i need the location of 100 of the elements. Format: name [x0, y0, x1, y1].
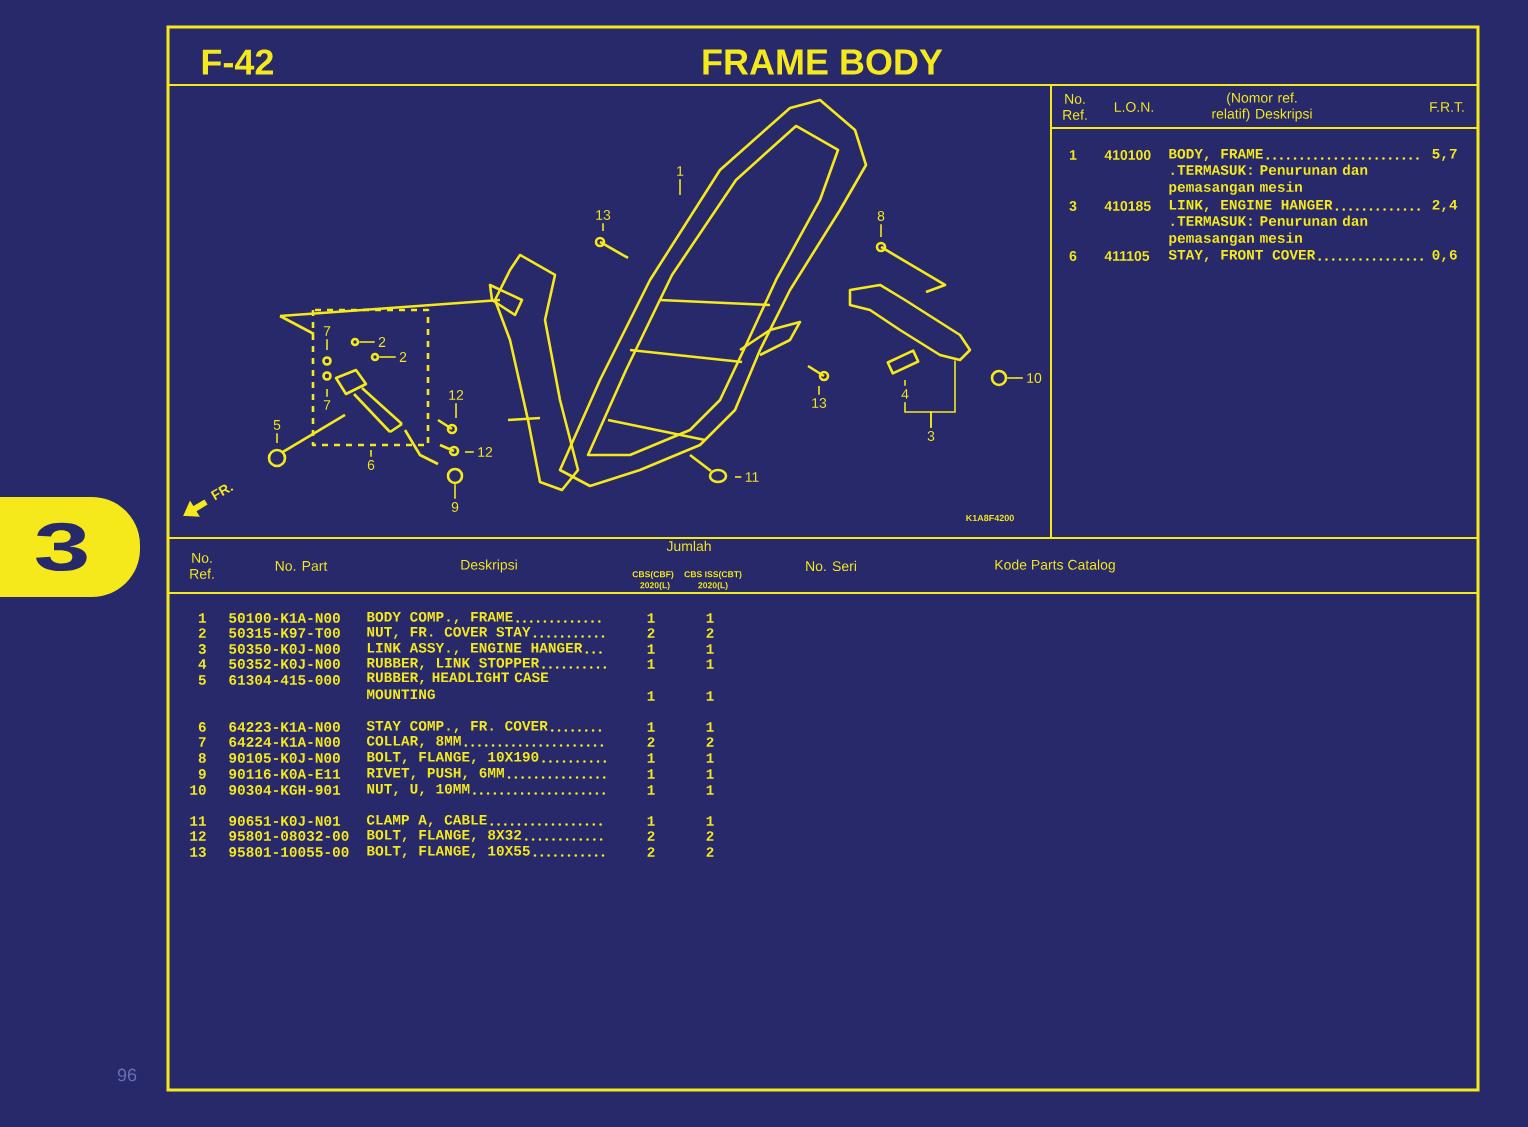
table-cell: LINK ASSY., ENGINE HANGER: [367, 642, 608, 656]
table-cell: 50352-K0J-N00: [229, 659, 340, 669]
table-cell: .TERMASUK: Penurunan dan pemasangan mesin: [1169, 164, 1368, 195]
table-cell: LINK, ENGINE HANGER: [1169, 199, 1426, 213]
column-header: No. Seri: [806, 560, 856, 572]
table-cell: RIVET, PUSH, 6MM: [367, 767, 608, 781]
column-header: CBS(CBF): [632, 571, 674, 579]
table-cell: 5,7: [1432, 149, 1457, 161]
table-cell: 411105: [1104, 251, 1150, 261]
column-header: 2020(L): [640, 582, 670, 590]
table-cell: 61304-415-000: [229, 675, 340, 685]
table-cell: 8: [198, 753, 206, 763]
table-cell: 5: [198, 675, 206, 685]
table-cell: CLAMP A, CABLE: [366, 814, 608, 828]
drawing-code: K1A8F4200: [966, 514, 1014, 522]
page-number: 96: [117, 1068, 137, 1082]
callout-number: 2: [399, 352, 407, 362]
table-cell: 2: [647, 847, 655, 857]
table-cell: 1: [706, 659, 714, 669]
callout-number: 1: [677, 166, 684, 176]
table-cell: 1: [647, 613, 655, 623]
leader-line: [370, 449, 372, 458]
callout-number: 6: [367, 460, 375, 470]
callout-number: 13: [812, 398, 827, 408]
table-cell: 1: [647, 769, 655, 779]
table-cell: 6: [1069, 251, 1077, 261]
nut: [990, 369, 1008, 387]
table-cell: 95801-08032-00: [229, 831, 349, 841]
table-cell: 1: [706, 785, 714, 795]
table-cell: 12: [190, 831, 206, 841]
table-cell: 9: [198, 769, 206, 779]
table-cell: 50350-K0J-N00: [229, 644, 340, 654]
table-cell: 50315-K97-T00: [229, 628, 340, 638]
table-cell: 2: [198, 628, 206, 638]
column-header: Deskripsi: [461, 559, 517, 573]
column-header: (Nomor ref. relatif) Deskripsi: [1212, 92, 1312, 122]
table-cell: COLLAR, 8MM: [366, 735, 608, 749]
table-cell: 90116-K0A-E11: [229, 769, 341, 779]
table-cell: 2: [647, 737, 655, 747]
callout-number: 13: [596, 210, 611, 220]
table-cell: 1: [647, 722, 655, 732]
callout-number: 5: [273, 420, 281, 430]
table-cell: 1: [1070, 150, 1077, 160]
table-cell: 4: [198, 659, 207, 669]
table-cell: 1: [198, 613, 206, 623]
leader-line: [358, 341, 376, 343]
table-cell: 1: [706, 644, 714, 654]
leader-line: [602, 222, 604, 232]
column-header: No. Ref.: [190, 553, 214, 579]
table-cell: 1: [706, 769, 714, 779]
table-cell: 1: [647, 785, 655, 795]
table-cell: BODY COMP., FRAME: [367, 611, 608, 625]
leader-line: [679, 178, 681, 196]
table-cell: 2: [647, 628, 655, 638]
table-cell: 0,6: [1432, 249, 1457, 263]
table-cell: NUT, FR. COVER STAY: [367, 626, 608, 640]
table-cell: BOLT, FLANGE, 10X190: [367, 751, 608, 765]
callout-number: 3: [927, 431, 935, 441]
table-cell: 1: [647, 659, 655, 669]
table-cell: 90105-K0J-N00: [229, 753, 340, 763]
table-cell: 410100: [1104, 150, 1151, 160]
column-header: 2020(L): [698, 582, 728, 590]
table-cell: 2: [647, 831, 655, 841]
table-cell: 1: [706, 753, 714, 763]
leader-line: [1006, 377, 1024, 379]
table-cell: 1: [706, 613, 714, 623]
leader-line: [464, 451, 475, 453]
leader-line: [455, 402, 457, 419]
callout-number: 8: [877, 211, 885, 221]
leader-line: [276, 432, 278, 444]
table-cell: 1: [647, 644, 655, 654]
column-header: No. Ref.: [1063, 94, 1087, 120]
table-cell: 6: [198, 722, 206, 732]
column-header: CBS ISS(CBT): [684, 571, 742, 579]
table-cell: 90651-K0J-N01: [229, 816, 341, 826]
table-cell: 410185: [1104, 201, 1151, 211]
table-cell: STAY COMP., FR. COVER: [366, 720, 608, 734]
table-cell: BODY, FRAME: [1169, 148, 1426, 162]
callout-number: 12: [449, 390, 464, 400]
callout-number: 7: [323, 400, 331, 410]
callout-number: 4: [901, 389, 909, 399]
table-cell: .TERMASUK: Penurunan dan pemasangan mesin: [1169, 215, 1368, 246]
table-cell: 2: [706, 628, 714, 638]
table-cell: 90304-KGH-901: [229, 785, 341, 795]
nut: [350, 337, 360, 347]
leader-line: [880, 223, 882, 238]
link-drawing: [848, 283, 972, 362]
leader-line: [904, 401, 932, 429]
table-cell: 1: [706, 691, 714, 701]
callout-number: 12: [478, 447, 493, 457]
table-cell: NUT, U, 10MM: [367, 783, 608, 797]
callout-number: 7: [323, 326, 331, 336]
table-cell: 10: [190, 785, 206, 795]
table-cell: RUBBER, LINK STOPPER: [367, 657, 608, 671]
callout-number: 11: [745, 472, 759, 482]
leader-line: [454, 483, 456, 500]
table-cell: 1: [647, 816, 655, 826]
column-header: No. Part: [275, 561, 328, 571]
leader-line: [326, 338, 328, 351]
table-cell: STAY, FRONT COVER: [1168, 249, 1426, 263]
